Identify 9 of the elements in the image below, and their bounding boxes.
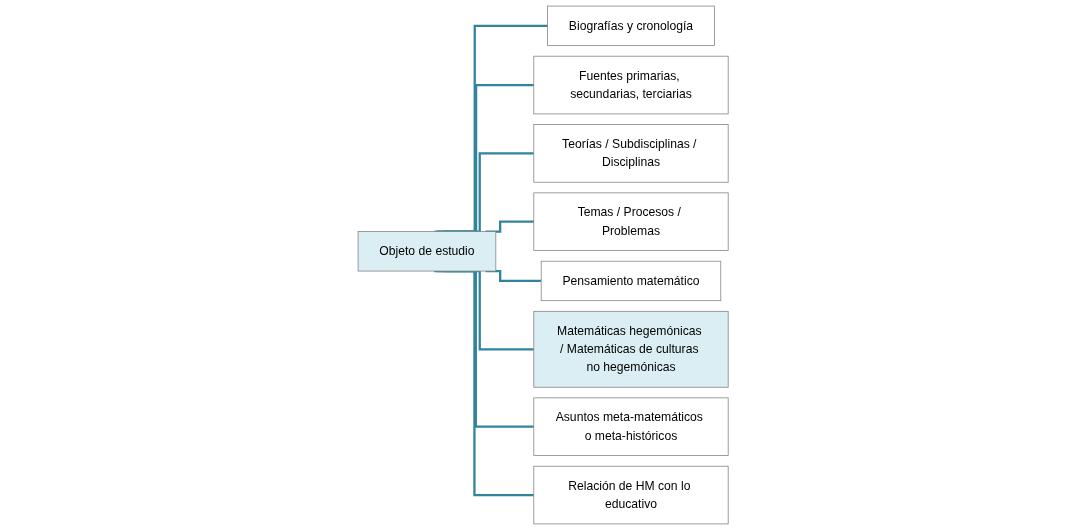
node-box: Fuentes primarias, secundarias, terciarias [533,55,729,115]
node-box: Biografías y cronología [547,5,716,46]
node-box: Teorías / Subdisciplinas / Disciplinas [533,124,729,183]
node-box: Matemáticas hegemónicas / Matemáticas de culturas no hegemónicas [533,310,729,388]
node-box: Relación de HM con lo educativo [533,465,729,525]
node-box: Asuntos meta-matemáticos o meta-históricos [533,397,729,456]
node-box: Pensamiento matemático [541,260,722,302]
node-box: Objeto de estudio [358,231,497,272]
node-box: Temas / Procesos / Problemas [533,192,729,251]
